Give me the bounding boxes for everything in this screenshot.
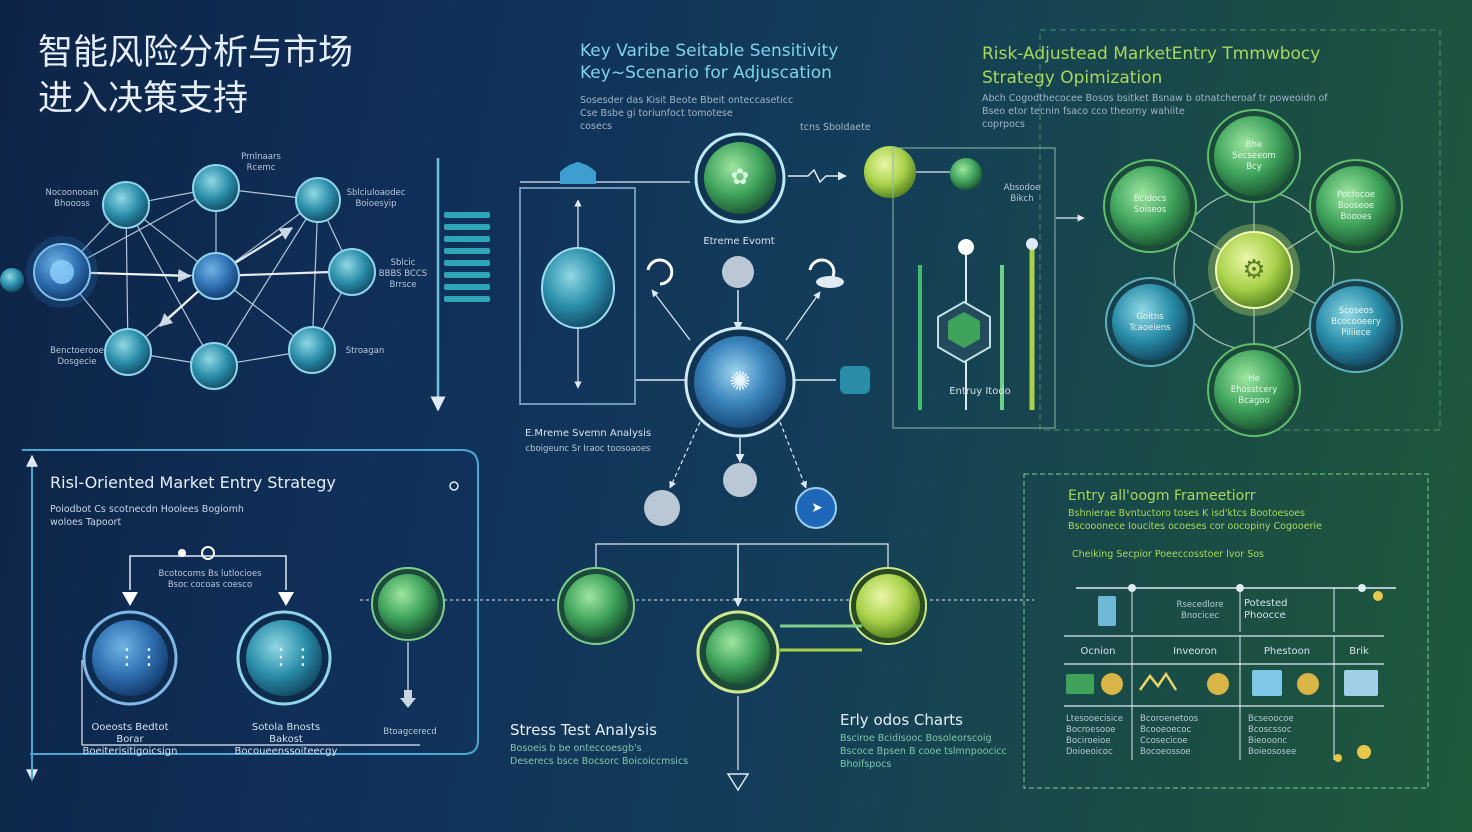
framework-notes: Ltesooecisice Bcoroenetoos Bcseoocoe Boc… xyxy=(1066,714,1386,758)
framework-note-row: Doioeoicoc Bocoeossoe Boieososee xyxy=(1066,747,1386,758)
extreme-analysis-desc: cboigeunc Sr Iraoc toosoaoes xyxy=(525,444,651,454)
framework-desc-line1: Bshnierae Bvntuctoro toses K isd'ktcs Bo… xyxy=(1068,508,1306,519)
radial-node-bottom-right: Scoseos Bcocooeery Piliiece xyxy=(1331,306,1381,338)
risk-adjusted-label-bottom: Entruy Itodo xyxy=(949,386,1011,397)
stress-test-desc: Bosoeis b be onteccoesgb's Deserecs bsce… xyxy=(510,742,730,768)
risk-adjusted-title: Risk-Adjustead MarketEntry Tmmwbocy Stra… xyxy=(982,42,1422,90)
sensitivity-title: Key Varibe Seitable Sensitivity Key~Scen… xyxy=(580,40,880,84)
framework-col-4: Brik xyxy=(1349,646,1369,657)
risk-oriented-right-node-label: Sotola Bnosts Bakost Bocoueenssoiteecgy xyxy=(234,722,338,757)
framework-note: Bociroeioe xyxy=(1066,736,1111,746)
framework-note: Bocoeossoe xyxy=(1140,747,1191,757)
network-label-top: Prnlnaars Rcemc xyxy=(241,152,281,173)
radial-node-top-left: Bcidocs Soiseos xyxy=(1133,194,1167,215)
risk-oriented-flow-label-line2: Bsoc cocoas coesco xyxy=(167,580,253,590)
radial-node-top: Bhe Secseeom Bcy xyxy=(1232,140,1276,172)
radial-node-bottom-left: Goitns Tcaoeiens xyxy=(1129,312,1171,333)
sensitivity-desc-line2: Cse Bsbe gi toriunfoct tomotese xyxy=(580,108,733,119)
framework-note: Ccosecicoe xyxy=(1140,736,1188,746)
framework-note-row: Bocroesooe Bcooeoecoc Bcoscssoc xyxy=(1066,725,1386,736)
framework-top-label-1: Rsecedlore Bnocicec xyxy=(1176,600,1224,621)
framework-note: Bcoscssoc xyxy=(1248,725,1292,735)
risk-oriented-flow-label: Bcotocoms Bs lutlocioes Bsoc cocoas coes… xyxy=(130,569,290,591)
gear-icon: ⚙ xyxy=(1242,255,1266,285)
framework-title: Entry all'oogm Frameetiorr xyxy=(1068,488,1256,504)
risk-oriented-flow-label-line1: Bcotocoms Bs lutlocioes xyxy=(158,569,262,579)
page-title: 智能风险分析与市场 进入决策支持 xyxy=(38,30,353,122)
framework-note: Ltesooecisice xyxy=(1066,714,1124,724)
framework-top-label-2: Potested Phoocce xyxy=(1244,598,1288,621)
radial-node-bottom: He Ehosstcery Bcagoo xyxy=(1230,374,1278,406)
framework-note: Bcoroenetoos xyxy=(1140,714,1199,724)
framework-desc-line2: Bscooonece Ioucites ocoeses cor oocopiny… xyxy=(1068,521,1322,532)
risk-adjusted-desc: Abch Cogodthecocee Bosos bsitket Bsnaw b… xyxy=(982,92,1402,131)
radial-node-top-right: Pocfocoe Booseoe Boooes xyxy=(1337,190,1375,222)
risk-oriented-title: Risl-Oriented Market Entry Strategy xyxy=(50,473,336,492)
network-label-bottom-right: Stroagan xyxy=(345,346,385,356)
risk-adjusted-desc-line2: Bseo etor tecnin fsaco cco theorny wahii… xyxy=(982,106,1185,117)
risk-oriented-desc-line2: woloes Tapoort xyxy=(50,517,122,528)
network-label-bottom-left: Benctoerooe Dosgecie xyxy=(50,346,104,367)
circuit-icon: ⋮⋮ xyxy=(270,645,314,670)
risk-oriented-desc-line1: Poiodbot Cs scotnecdn Hoolees Bogiomh xyxy=(50,504,244,515)
framework-icons xyxy=(1066,670,1378,762)
network-hub-icon: ✺ xyxy=(729,367,751,397)
framework-note: Bcooeoecoc xyxy=(1140,725,1192,735)
sensitivity-desc-line1: Sosesder das Kisit Beote Bbeit onteccase… xyxy=(580,95,794,106)
stress-test-desc-line2: Deserecs bsce Bocsorc Boicoiccmsics xyxy=(510,756,689,767)
risk-oriented-bottom-label: Btoagcerecd xyxy=(383,727,437,737)
extreme-event-label: Etreme Evomt xyxy=(703,236,775,247)
risk-adjusted-desc-line1: Abch Cogodthecocee Bosos bsitket Bsnaw b… xyxy=(982,93,1328,104)
sensitivity-desc: Sosesder das Kisit Beote Bbeit onteccase… xyxy=(580,94,880,133)
network-nodes xyxy=(0,164,376,390)
framework-note-row: Ltesooecisice Bcoroenetoos Bcseoocoe xyxy=(1066,714,1386,725)
network-label-mid-right: Sblcic BBBS BCCS Brrsce xyxy=(378,258,428,290)
risk-oriented-left-node-label: Ooeosts Bedtot Borar Boeiterisitigoicsig… xyxy=(82,722,178,757)
entry-charts-desc-line3: Bhoifspocs xyxy=(840,759,892,770)
entry-charts-desc-line2: Bscoce Bpsen B cooe tslmnpoocicc xyxy=(840,746,1007,757)
chevron-arrow-icon: ➤ xyxy=(811,500,823,516)
framework-col-1: Ocnion xyxy=(1080,646,1116,657)
entry-charts-desc-line1: Bsciroe Bcidisooc Bosoleorscoig xyxy=(840,733,992,744)
framework-col-3: Phestoon xyxy=(1263,646,1311,657)
sensitivity-desc-line3: cosecs xyxy=(580,121,613,132)
framework-note: Bcseoocoe xyxy=(1248,714,1294,724)
stress-test-desc-line1: Bosoeis b be onteccoesgb's xyxy=(510,743,642,754)
framework-desc: Bshnierae Bvntuctoro toses K isd'ktcs Bo… xyxy=(1068,507,1408,533)
risk-oriented-desc: Poiodbot Cs scotnecdn Hoolees Bogiomh wo… xyxy=(50,503,350,529)
framework-note: Doioeoicoc xyxy=(1066,747,1113,757)
framework-note: Bocroesooe xyxy=(1066,725,1116,735)
sensitivity-title-line2: Key~Scenario for Adjuscation xyxy=(580,63,832,83)
framework-note: Bieooonc xyxy=(1248,736,1288,746)
extreme-analysis-label: E.Mreme Svemn Analysis xyxy=(524,428,652,439)
framework-note-row: Bociroeioe Ccosecicoe Bieooonc xyxy=(1066,736,1386,747)
risk-adjusted-title-line1: Risk-Adjustead MarketEntry Tmmwbocy xyxy=(982,44,1321,64)
circuit-icon: ⋮⋮ xyxy=(116,645,160,670)
page-title-line2: 进入决策支持 xyxy=(38,79,249,119)
entry-charts-desc: Bsciroe Bcidisooc Bosoleorscoig Bscoce B… xyxy=(840,732,1020,771)
framework-col-2: Inveoron xyxy=(1173,646,1217,657)
framework-subtitle: Cheiking Secpior Poeeccosstoer lvor Sos xyxy=(1072,549,1265,560)
network-label-top-right: Sblciuloaodec Boioesyip xyxy=(346,188,406,209)
network-label-left: Nocoonooan Bhoooss xyxy=(45,188,99,209)
stress-test-title: Stress Test Analysis xyxy=(510,721,657,739)
risk-adjusted-title-line2: Strategy Opimization xyxy=(982,68,1163,88)
risk-adjusted-label-top: Absodoe Bikch xyxy=(1003,183,1041,204)
sensitivity-title-line1: Key Varibe Seitable Sensitivity xyxy=(580,41,839,61)
molecule-icon: ✿ xyxy=(730,165,750,190)
page-title-line1: 智能风险分析与市场 xyxy=(38,33,354,73)
sensitivity-desc-right: tcns Sboldaete xyxy=(800,122,871,133)
framework-note: Boieososee xyxy=(1248,747,1297,757)
risk-adjusted-desc-line3: coprpocs xyxy=(982,119,1025,130)
entry-charts-title: Erly odos Charts xyxy=(840,711,963,729)
